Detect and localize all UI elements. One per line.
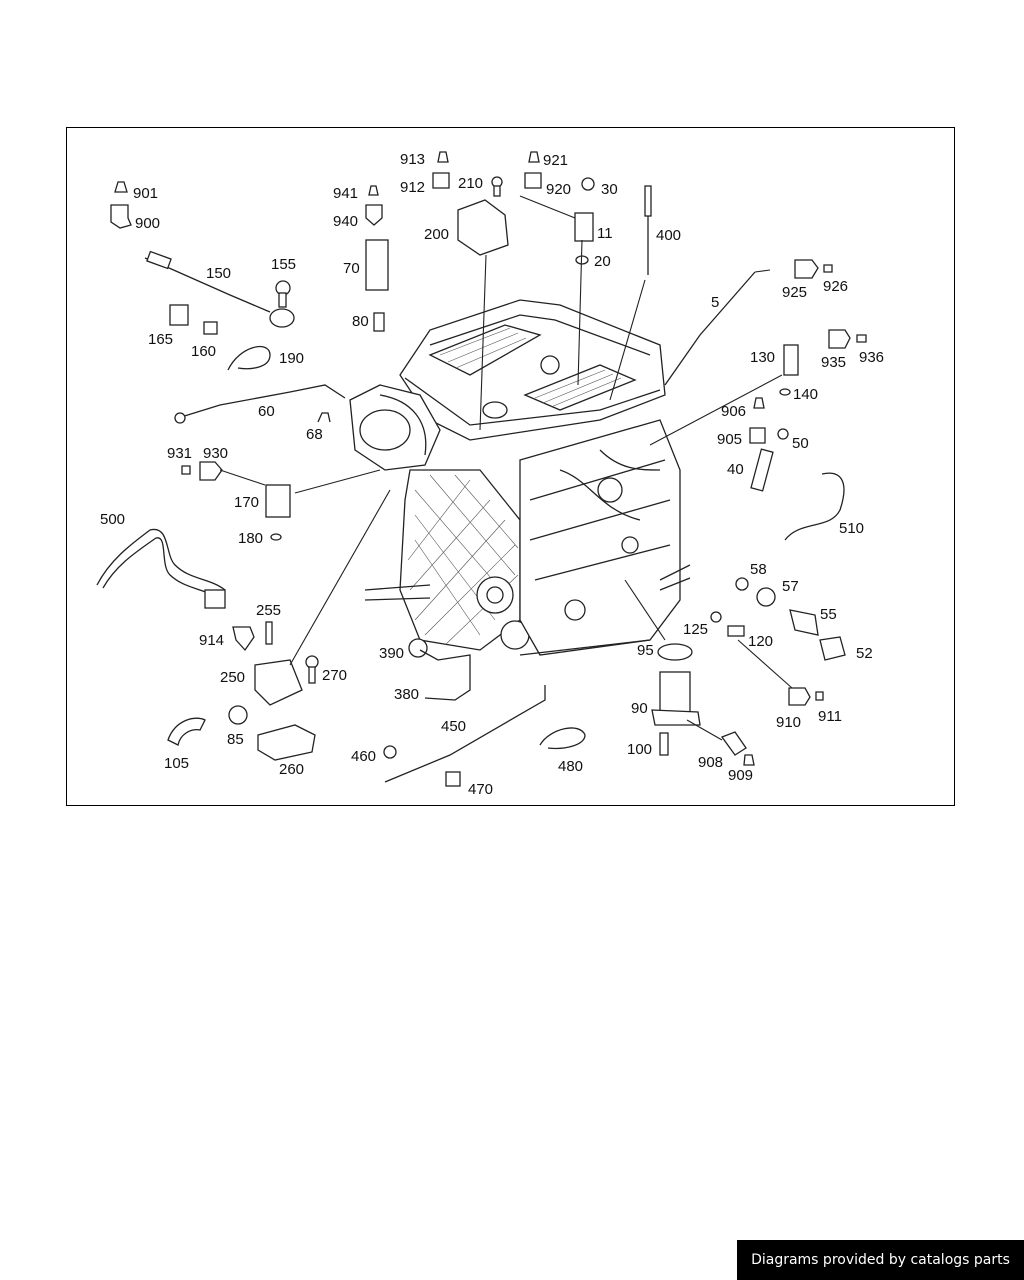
callout-908: 908 [698, 754, 723, 771]
callout-936: 936 [859, 349, 884, 366]
callout-57: 57 [782, 578, 799, 595]
callout-900: 900 [135, 215, 160, 232]
callout-250: 250 [220, 669, 245, 686]
callout-935: 935 [821, 354, 846, 371]
part-icons [96, 151, 867, 787]
callout-920: 920 [546, 181, 571, 198]
callout-155: 155 [271, 256, 296, 273]
callout-906: 906 [721, 403, 746, 420]
callout-180: 180 [238, 530, 263, 547]
callout-931: 931 [167, 445, 192, 462]
callout-85: 85 [227, 731, 244, 748]
callout-260: 260 [279, 761, 304, 778]
callout-165: 165 [148, 331, 173, 348]
callout-105: 105 [164, 755, 189, 772]
callout-150: 150 [206, 265, 231, 282]
callout-460: 460 [351, 748, 376, 765]
callout-926: 926 [823, 278, 848, 295]
callout-941: 941 [333, 185, 358, 202]
footer-credit: Diagrams provided by catalogs parts [737, 1240, 1024, 1280]
callout-510: 510 [839, 520, 864, 537]
callout-940: 940 [333, 213, 358, 230]
callout-390: 390 [379, 645, 404, 662]
callout-95: 95 [637, 642, 654, 659]
callout-60: 60 [258, 403, 275, 420]
callout-40: 40 [727, 461, 744, 478]
callout-160: 160 [191, 343, 216, 360]
callout-120: 120 [748, 633, 773, 650]
callout-400: 400 [656, 227, 681, 244]
callout-480: 480 [558, 758, 583, 775]
callout-170: 170 [234, 494, 259, 511]
callout-80: 80 [352, 313, 369, 330]
callout-380: 380 [394, 686, 419, 703]
callout-913: 913 [400, 151, 425, 168]
callout-90: 90 [631, 700, 648, 717]
callout-50: 50 [792, 435, 809, 452]
footer-text: Diagrams provided by catalogs parts [751, 1252, 1010, 1268]
callout-909: 909 [728, 767, 753, 784]
callout-255: 255 [256, 602, 281, 619]
callout-930: 930 [203, 445, 228, 462]
callout-11: 11 [597, 225, 613, 242]
callout-190: 190 [279, 350, 304, 367]
callout-55: 55 [820, 606, 837, 623]
callout-30: 30 [601, 181, 618, 198]
callout-901: 901 [133, 185, 158, 202]
engine-assembly [349, 299, 691, 656]
callout-20: 20 [594, 253, 611, 270]
callout-910: 910 [776, 714, 801, 731]
callout-5: 5 [711, 294, 719, 311]
callout-70: 70 [343, 260, 360, 277]
callout-210: 210 [458, 175, 483, 192]
callout-140: 140 [793, 386, 818, 403]
callout-125: 125 [683, 621, 708, 638]
diagram-frame [66, 127, 955, 806]
callout-914: 914 [199, 632, 224, 649]
callout-68: 68 [306, 426, 323, 443]
callout-200: 200 [424, 226, 449, 243]
callout-500: 500 [100, 511, 125, 528]
callout-52: 52 [856, 645, 873, 662]
leader-lines [219, 195, 793, 741]
callout-58: 58 [750, 561, 767, 578]
callout-912: 912 [400, 179, 425, 196]
callout-130: 130 [750, 349, 775, 366]
callout-270: 270 [322, 667, 347, 684]
callout-911: 911 [818, 708, 842, 725]
callout-450: 450 [441, 718, 466, 735]
callout-labels: 901 900 150 155 165 160 190 60 68 941 94… [100, 151, 884, 798]
callout-905: 905 [717, 431, 742, 448]
callout-470: 470 [468, 781, 493, 798]
callout-925: 925 [782, 284, 807, 301]
callout-921: 921 [543, 152, 568, 169]
callout-100: 100 [627, 741, 652, 758]
